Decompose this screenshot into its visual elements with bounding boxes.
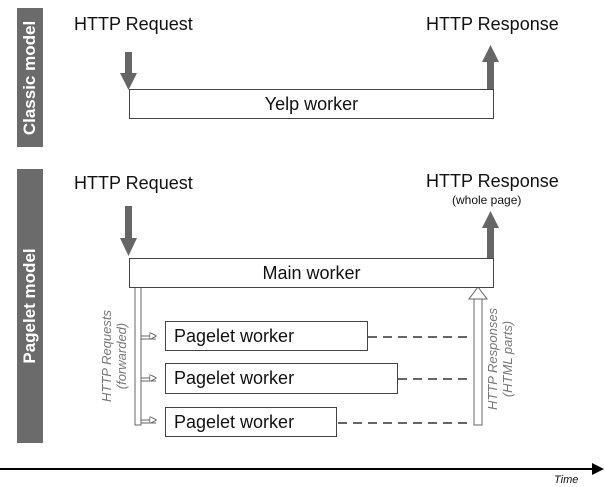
pagelet-response-lines — [338, 336, 471, 424]
forwarded-requests-line2: (forwarded) — [114, 322, 129, 390]
pagelet-worker-box-1: Pagelet worker — [165, 321, 368, 351]
pagelet-model-label: Pagelet model — [17, 169, 43, 443]
pagelet-http-request: HTTP Request — [74, 173, 193, 193]
forwarded-requests-arrows — [134, 286, 156, 426]
pagelet-request-arrow — [120, 206, 137, 256]
pagelet-http-response: HTTP Response — [426, 171, 559, 191]
pagelet-response-arrow — [482, 211, 499, 259]
classic-http-response: HTTP Response — [426, 14, 559, 34]
time-axis — [0, 463, 604, 475]
pagelet-worker-box-2: Pagelet worker — [165, 363, 398, 394]
main-worker-label: Main worker — [262, 262, 361, 283]
pagelet-worker-label-1: Pagelet worker — [174, 325, 295, 346]
classic-http-request: HTTP Request — [74, 14, 193, 34]
time-axis-label: Time — [554, 474, 579, 486]
classic-request-arrow — [120, 52, 137, 90]
yelp-worker-box: Yelp worker — [129, 89, 494, 119]
http-responses-line1: HTTP Responses — [485, 307, 500, 411]
pagelet-response-note: (whole page) — [452, 193, 522, 207]
forwarded-requests-label: HTTP Requests (forwarded) — [99, 310, 129, 402]
pagelet-worker-box-3: Pagelet worker — [165, 407, 337, 437]
http-responses-label: HTTP Responses (HTML parts) — [485, 308, 515, 410]
yelp-worker-label: Yelp worker — [264, 93, 359, 114]
forwarded-requests-line1: HTTP Requests — [99, 310, 114, 402]
classic-model-label: Classic model — [17, 8, 43, 147]
pagelet-worker-label-2: Pagelet worker — [174, 368, 295, 388]
pagelet-worker-label-3: Pagelet worker — [174, 411, 295, 432]
classic-response-arrow — [482, 45, 499, 89]
http-responses-line2: (HTML parts) — [500, 320, 515, 398]
main-worker-box: Main worker — [129, 258, 494, 288]
html-parts-collector-arrow — [468, 286, 488, 426]
